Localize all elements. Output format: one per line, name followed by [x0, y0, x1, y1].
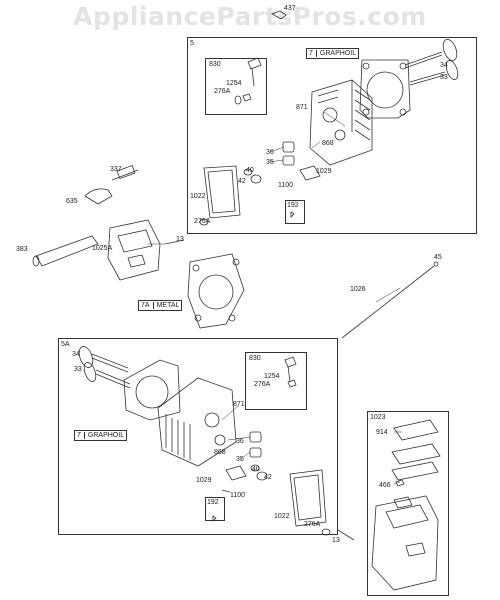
- label-b1029: 1029: [196, 477, 212, 484]
- label-b1022: 1022: [274, 513, 290, 520]
- label-b42: 42: [264, 474, 272, 481]
- rocker-gasket-top: [203, 165, 241, 219]
- label-35: 35: [266, 159, 274, 166]
- subframe-830-top: [205, 58, 267, 115]
- graphoil-top-text: GRAPHOIL: [319, 50, 357, 57]
- label-36: 36: [266, 149, 274, 156]
- subframe-192-bottom: [205, 497, 225, 521]
- metal-num: 7A: [141, 302, 154, 309]
- subframe-192-top: [285, 200, 305, 224]
- label-b466: 466: [379, 482, 391, 489]
- pushrod: [341, 265, 435, 339]
- metal-text: METAL: [156, 302, 180, 309]
- graphoil-top-num: 7: [309, 50, 317, 57]
- frame-5-number: 5: [190, 40, 194, 47]
- head-gasket-bottom: [123, 359, 181, 421]
- watermark: AppliancePartsPros.com: [73, 2, 427, 31]
- spark-plug: [111, 169, 139, 181]
- spring-868-top: [282, 141, 295, 153]
- label-42: 42: [238, 178, 246, 185]
- label-276a: 276A: [214, 88, 231, 95]
- label-1026: 1026: [350, 286, 366, 293]
- label-b13: 13: [332, 537, 340, 544]
- graphoil-bottom-num: 7: [77, 432, 85, 439]
- label-45: 45: [434, 254, 442, 261]
- rocker-1029-top: [299, 165, 321, 181]
- label-871: 871: [296, 104, 308, 111]
- label-33: 33: [440, 74, 448, 81]
- breather-assembly: [391, 419, 441, 487]
- head-gasket-top: [359, 59, 411, 119]
- cylinder-head-top: [309, 79, 373, 166]
- frame-5a: [58, 338, 338, 535]
- label-b34: 34: [72, 351, 80, 358]
- label-337: 337: [110, 166, 122, 173]
- subframe-830-bottom: [245, 352, 307, 410]
- subframe-192-bottom-number: 192: [207, 499, 219, 506]
- label-1100: 1100: [278, 182, 294, 189]
- label-1025a: 1025A: [92, 245, 113, 252]
- label-b1254: 1254: [264, 373, 280, 380]
- label-b914: 914: [376, 429, 388, 436]
- subframe-830-bottom-number: 830: [249, 355, 261, 362]
- label-b868: 868: [214, 449, 226, 456]
- label-40: 40: [246, 167, 254, 174]
- label-635: 635: [66, 198, 78, 205]
- label-1022: 1022: [190, 193, 206, 200]
- label-383: 383: [16, 246, 28, 253]
- metal-gasket: [187, 253, 245, 329]
- graphoil-bottom-text: GRAPHOIL: [87, 432, 125, 439]
- label-34: 34: [440, 62, 448, 69]
- frame-1023: [367, 411, 449, 596]
- label-b36: 36: [236, 438, 244, 445]
- valves-top: [404, 39, 459, 86]
- label-b33: 33: [74, 366, 82, 373]
- frame-5a-number: 5A: [61, 341, 70, 348]
- rocker-gasket-bottom: [289, 469, 327, 527]
- label-1029: 1029: [316, 168, 332, 175]
- frame-1023-number: 1023: [370, 414, 386, 421]
- label-437: 437: [284, 5, 296, 12]
- label-b276a: 276A: [254, 381, 271, 388]
- label-b35: 35: [236, 456, 244, 463]
- plug-boot: [84, 188, 113, 205]
- screw-13-bottom: [337, 529, 355, 541]
- label-276a-b: 276A: [194, 218, 211, 225]
- frame-5: [187, 37, 477, 234]
- label-1254: 1254: [226, 80, 242, 87]
- gasket-bore-top: [366, 71, 404, 109]
- label-b276a-b: 276A: [304, 521, 321, 528]
- label-868: 868: [322, 140, 334, 147]
- label-b871: 871: [233, 401, 245, 408]
- label-b1100: 1100: [230, 492, 246, 499]
- cylinder-head-bottom: [157, 377, 237, 467]
- rocker-cover-mid: [107, 219, 161, 281]
- label-13-a: 13: [176, 236, 184, 243]
- label-b40: 40: [252, 466, 260, 473]
- subframe-830-top-number: 830: [209, 61, 221, 68]
- part-437-clip: [271, 10, 287, 20]
- rocker-cover-bottom: [371, 495, 439, 591]
- subframe-192-top-number: 192: [287, 202, 299, 209]
- part-383: [35, 235, 99, 267]
